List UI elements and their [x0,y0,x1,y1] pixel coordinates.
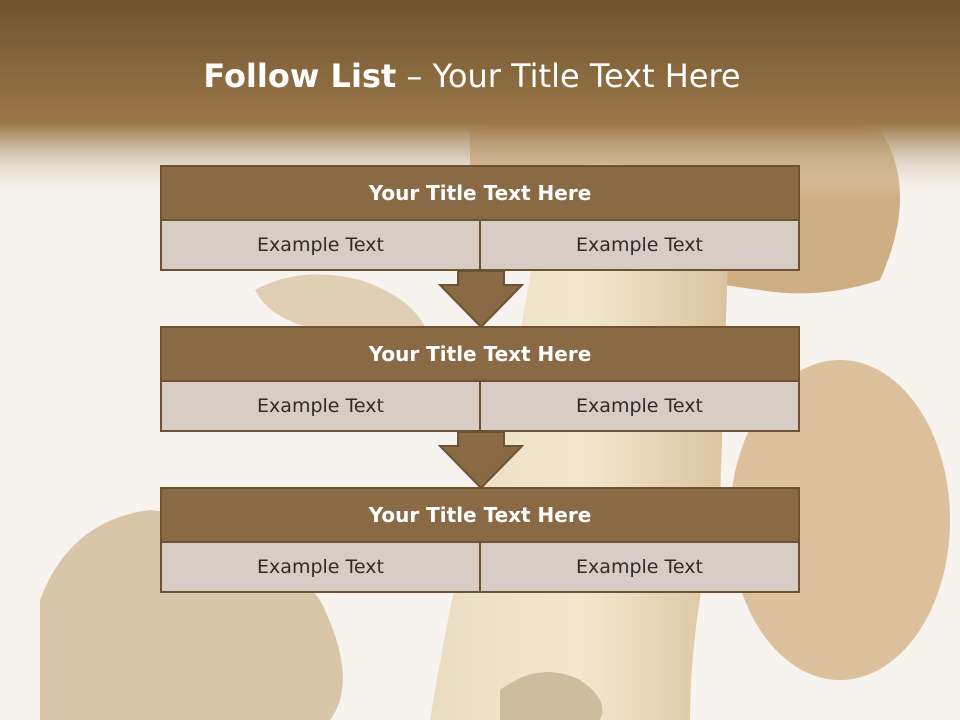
step-1-right-text: Example Text [481,221,800,271]
step-2-right-text: Example Text [481,382,800,432]
step-row-3: Example Text Example Text [160,543,800,593]
step-block-2: Your Title Text Here Example Text Exampl… [160,326,800,432]
step-3-right-text: Example Text [481,543,800,593]
slide-title: Follow List – Your Title Text Here [0,56,944,96]
step-2-left-text: Example Text [160,382,481,432]
slide-title-bold: Follow List [203,57,397,95]
step-row-1: Example Text Example Text [160,221,800,271]
step-block-3: Your Title Text Here Example Text Exampl… [160,487,800,593]
step-title-3: Your Title Text Here [160,487,800,543]
step-block-1: Your Title Text Here Example Text Exampl… [160,165,800,271]
step-1-left-text: Example Text [160,221,481,271]
step-row-2: Example Text Example Text [160,382,800,432]
step-title-1: Your Title Text Here [160,165,800,221]
step-title-2: Your Title Text Here [160,326,800,382]
slide-title-rest: – Your Title Text Here [396,57,741,95]
down-arrow-icon [438,432,524,490]
step-3-left-text: Example Text [160,543,481,593]
down-arrow-icon [438,271,524,329]
